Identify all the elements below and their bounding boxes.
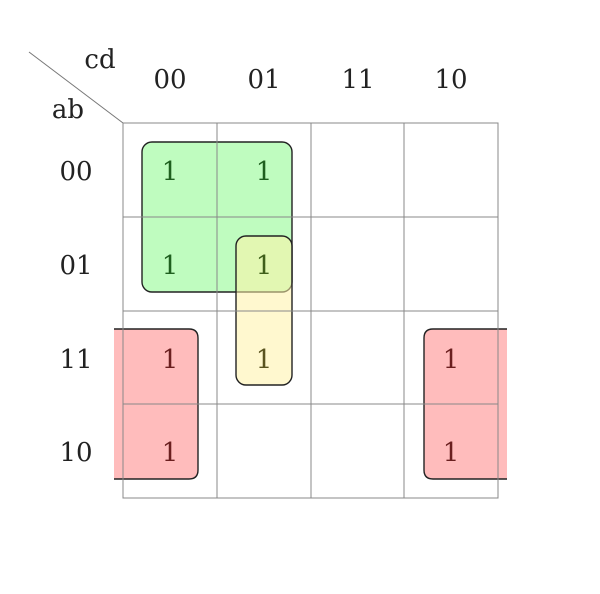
row-var-label: ab bbox=[52, 95, 84, 125]
corner-diagonal bbox=[28, 51, 124, 124]
cell-value: 1 bbox=[443, 345, 460, 375]
cell-value: 1 bbox=[443, 438, 460, 468]
col-header: 01 bbox=[247, 65, 280, 95]
col-header: 11 bbox=[341, 65, 374, 95]
cell-value: 1 bbox=[162, 438, 179, 468]
cell-value: 1 bbox=[256, 345, 273, 375]
cell-value: 1 bbox=[162, 251, 179, 281]
col-header: 00 bbox=[153, 65, 186, 95]
cell-value: 1 bbox=[256, 157, 273, 187]
col-header: 10 bbox=[434, 65, 467, 95]
cell-value: 1 bbox=[162, 345, 179, 375]
cell-value: 1 bbox=[162, 157, 179, 187]
row-header: 01 bbox=[59, 251, 92, 281]
grid bbox=[122, 122, 499, 499]
row-header: 11 bbox=[59, 345, 92, 375]
cell-value: 1 bbox=[256, 251, 273, 281]
row-header: 10 bbox=[59, 438, 92, 468]
col-var-label: cd bbox=[84, 45, 115, 75]
row-header: 00 bbox=[59, 157, 92, 187]
